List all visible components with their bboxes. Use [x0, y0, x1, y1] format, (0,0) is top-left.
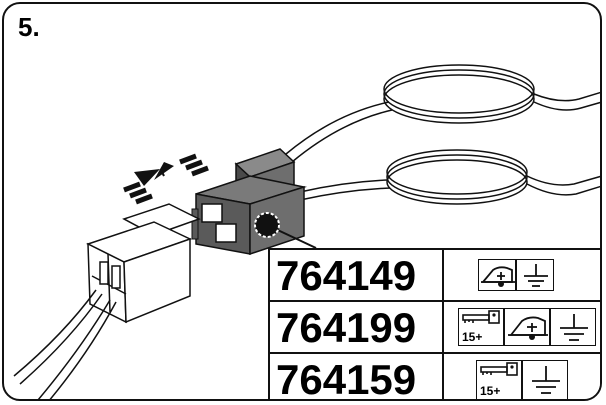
push-together-arrows: [123, 153, 209, 205]
product-table: 764149 76: [268, 248, 600, 401]
connector-illustration: [13, 64, 600, 399]
white-connector: [86, 203, 201, 324]
trailer-icon: [478, 259, 516, 291]
product-row: 764199 15+: [270, 302, 600, 354]
trailer-icon: [504, 308, 550, 346]
product-code: 764199: [276, 304, 417, 351]
reference-pointer: [254, 212, 317, 249]
column-divider: [442, 354, 444, 399]
arrowheads: [134, 162, 174, 186]
ignition-label: 15+: [480, 384, 501, 398]
ignition-key-icon: 15+: [476, 360, 522, 399]
step-number: 5.: [18, 12, 40, 42]
dark-connector: [191, 148, 307, 256]
product-code: 764159: [276, 356, 417, 401]
ignition-label: 15+: [462, 330, 483, 344]
cable-coil-upper: [383, 64, 600, 124]
cable-wires: [285, 101, 393, 201]
ground-icon: [550, 308, 596, 346]
column-divider: [442, 250, 444, 300]
product-row: 764149: [270, 250, 600, 302]
ground-icon: [516, 259, 554, 291]
product-row: 764159 15+: [270, 354, 600, 401]
product-code: 764149: [276, 252, 417, 299]
ground-icon: [522, 360, 568, 399]
instruction-frame: 5. 764149: [2, 2, 602, 401]
cable-coil-lower: [386, 149, 600, 205]
white-connector-wires: [13, 289, 117, 399]
ignition-key-icon: 15+: [458, 308, 504, 346]
column-divider: [442, 302, 444, 352]
